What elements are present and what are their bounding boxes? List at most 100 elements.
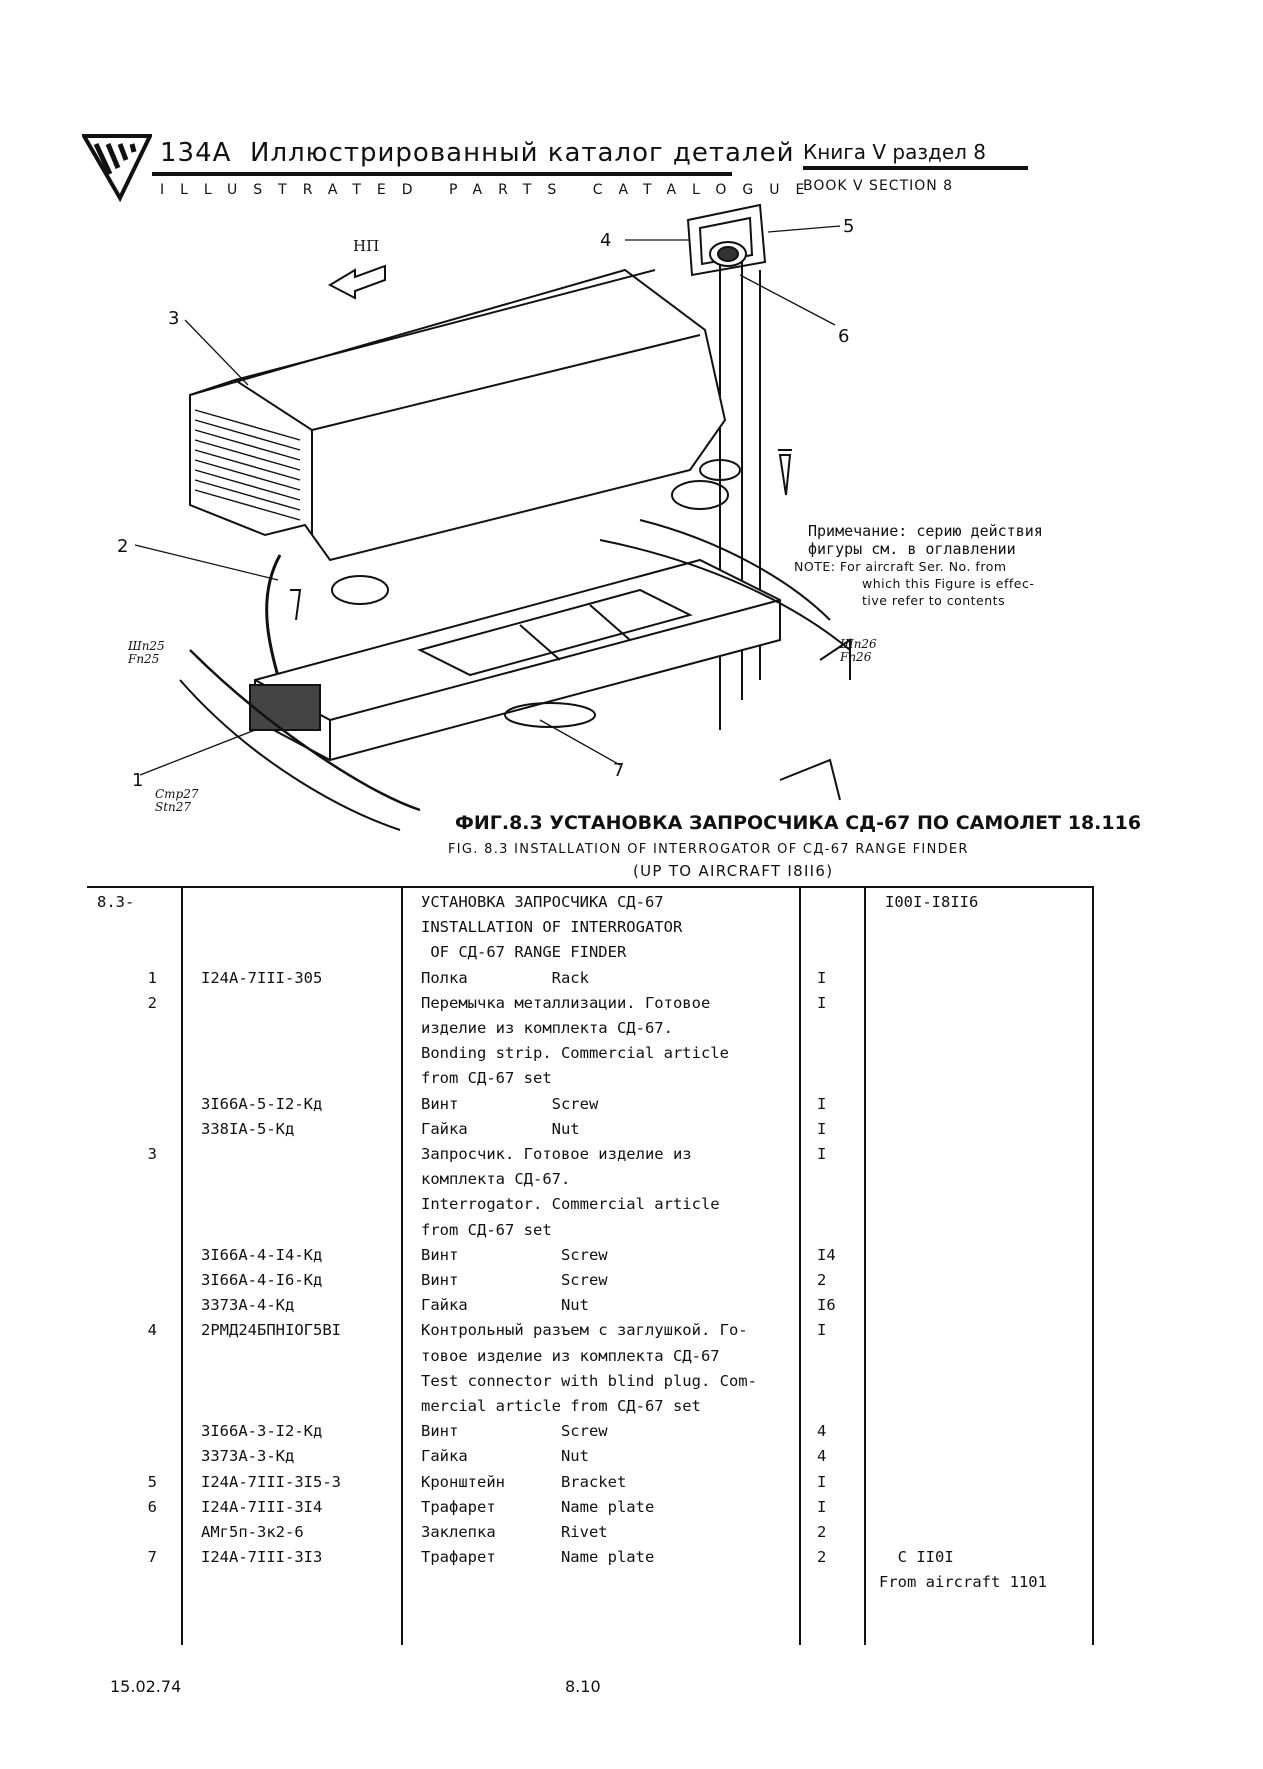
cell-desc: Полка Rack <box>421 968 589 987</box>
cell-desc: Test connector with blind plug. Com- <box>421 1371 757 1390</box>
cell-part: I24A-7III-305 <box>201 968 323 987</box>
station-label-right: Шп26 Fn26 <box>840 638 877 664</box>
cell-qty: I <box>817 1094 827 1113</box>
cell-desc: Винт Screw <box>421 1245 608 1264</box>
model-number: 134A <box>160 138 232 168</box>
cell-item: 6 <box>147 1497 157 1516</box>
cell-desc: Винт Screw <box>421 1094 599 1113</box>
cell-part: 3I66A-5-I2-Кд <box>201 1094 323 1113</box>
cell-qty: I <box>817 993 827 1012</box>
cell-eff: С II0I <box>879 1548 954 1567</box>
cell-qty: I <box>817 1321 827 1340</box>
cell-qty: I4 <box>817 1245 836 1264</box>
note-ru-line-1: Примечание: серию действия <box>808 522 1043 540</box>
cell-part: АМг5п-3к2-6 <box>201 1523 304 1541</box>
cell-part: 3I66A-4-I6-Кд <box>201 1271 323 1289</box>
cell-desc: Трафарет Name plate <box>421 1497 655 1516</box>
station-code-en: Fn25 <box>128 652 160 666</box>
callout-1: 1 <box>132 770 144 791</box>
cell-desc: mercial article from СД-67 set <box>421 1397 701 1415</box>
cell-item: 3 <box>147 1145 157 1163</box>
callout-6: 6 <box>838 326 850 347</box>
cell-part: 2РМД24БПНIОГ5ВI <box>201 1321 341 1340</box>
cell-desc: Гайка Nut <box>421 1119 580 1138</box>
cell-part: 3I66A-3-I2-Кд <box>201 1422 323 1441</box>
cell-desc: Трафарет Name plate <box>421 1548 655 1567</box>
cell-item: 2 <box>147 993 157 1012</box>
cell-item: 1 <box>147 968 157 987</box>
manufacturer-logo <box>82 134 152 202</box>
cell-part: 3373A-4-Кд <box>201 1296 295 1315</box>
cell-desc: Запросчик. Готовое изделие из <box>421 1145 692 1163</box>
direction-label: НП <box>353 237 380 255</box>
cell-desc: Interrogator. Commercial article <box>421 1195 720 1214</box>
catalog-title-en: ILLUSTRATED PARTS CATALOGUE <box>160 182 821 198</box>
cell-desc: Кронштейн Bracket <box>421 1472 627 1491</box>
figure-caption-ru: ФИГ.8.3 УСТАНОВКА ЗАПРОСЧИКА СД-67 ПО СА… <box>455 812 1142 834</box>
figure-caption-en: FIG. 8.3 INSTALLATION OF INTERROGATOR OF… <box>448 842 969 857</box>
cell-part: 338IA-5-Кд <box>201 1119 295 1138</box>
cell-part: I24A-7III-3I3 <box>201 1548 323 1567</box>
column-divider <box>181 888 183 1645</box>
cell-desc: from СД-67 set <box>421 1069 552 1088</box>
callout-5: 5 <box>843 216 855 237</box>
cell-qty: 2 <box>817 1523 827 1541</box>
column-divider <box>1092 888 1094 1645</box>
cell-part: I24A-7III-3I5-3 <box>201 1472 341 1491</box>
note-en-line-2: which this Figure is effec- <box>862 576 1035 591</box>
cell-desc: Гайка Nut <box>421 1447 589 1466</box>
header-rule-left <box>152 172 732 176</box>
cell-desc: комплекта СД-67. <box>421 1170 571 1189</box>
page-number: 8.10 <box>565 1677 601 1696</box>
station-code-ru: Стр27 <box>155 787 199 801</box>
cell-qty: I <box>817 1497 827 1516</box>
cell-qty: 2 <box>817 1271 827 1289</box>
cell-qty: I6 <box>817 1296 836 1315</box>
station-label-left-top: Шп25 Fn25 <box>128 640 165 666</box>
effectivity-note: Примечание: серию действия фигуры см. в … <box>794 522 1043 609</box>
cell-qty: I <box>817 1119 827 1138</box>
cell-desc: товое изделие из комплекта СД-67 <box>421 1346 720 1365</box>
cell-part: 3I66A-4-I4-Кд <box>201 1245 323 1264</box>
cell-part: 3373A-3-Кд <box>201 1447 295 1466</box>
column-divider <box>799 888 801 1645</box>
cell-desc: Гайка Nut <box>421 1296 589 1315</box>
cell-qty: 4 <box>817 1422 827 1441</box>
cell-item: 4 <box>147 1321 157 1340</box>
cell-qty: I <box>817 1145 827 1163</box>
cell-qty: 4 <box>817 1447 827 1466</box>
station-code-en: Fn26 <box>840 650 872 664</box>
cell-desc: Заклепка Rivet <box>421 1523 608 1541</box>
callout-7: 7 <box>613 760 625 781</box>
callout-3: 3 <box>168 308 180 329</box>
cell-item: 5 <box>147 1472 157 1491</box>
figure-reference: 8.3- <box>97 893 135 911</box>
cell-desc: УСТАНОВКА ЗАПРОСЧИКА СД-67 <box>421 893 664 911</box>
catalog-title-ru: Иллюстрированный каталог деталей <box>250 138 795 168</box>
cell-eff: From aircraft 1101 <box>879 1573 1047 1592</box>
book-section-en: BOOK V SECTION 8 <box>803 178 954 194</box>
station-code-ru: Шп26 <box>840 637 877 651</box>
parts-table: 8.3- I00I-I8II6 УСТАНОВКА ЗАПРОСЧИКА СД-… <box>87 886 1094 1645</box>
cell-desc: INSTALLATION OF INTERROGATOR <box>421 918 683 937</box>
cell-desc: Контрольный разъем с заглушкой. Го- <box>421 1321 748 1340</box>
cell-qty: I <box>817 1472 827 1491</box>
book-section-ru: Книга V раздел 8 <box>803 140 987 164</box>
header-rule-right <box>803 166 1028 170</box>
callout-2: 2 <box>117 536 129 557</box>
cell-desc: Винт Screw <box>421 1271 608 1289</box>
note-ru-line-2: фигуры см. в оглавлении <box>808 540 1016 558</box>
cell-part: I24A-7III-3I4 <box>201 1497 323 1516</box>
station-label-left-bottom: Стр27 Stn27 <box>155 788 199 814</box>
cell-desc: from СД-67 set <box>421 1220 552 1239</box>
cell-desc: Bonding strip. Commercial article <box>421 1044 729 1063</box>
cell-desc: OF СД-67 RANGE FINDER <box>421 943 627 962</box>
station-code-ru: Шп25 <box>128 639 165 653</box>
column-divider <box>401 888 403 1645</box>
installation-illustration <box>134 203 851 831</box>
note-en-line-1: NOTE: For aircraft Ser. No. from <box>794 559 1007 574</box>
cell-qty: 2 <box>817 1548 827 1567</box>
cell-desc: Перемычка металлизации. Готовое <box>421 993 711 1012</box>
effectivity-header: I00I-I8II6 <box>885 893 979 911</box>
figure-caption-en-2: (UP TO AIRCRAFT I8II6) <box>633 862 834 880</box>
